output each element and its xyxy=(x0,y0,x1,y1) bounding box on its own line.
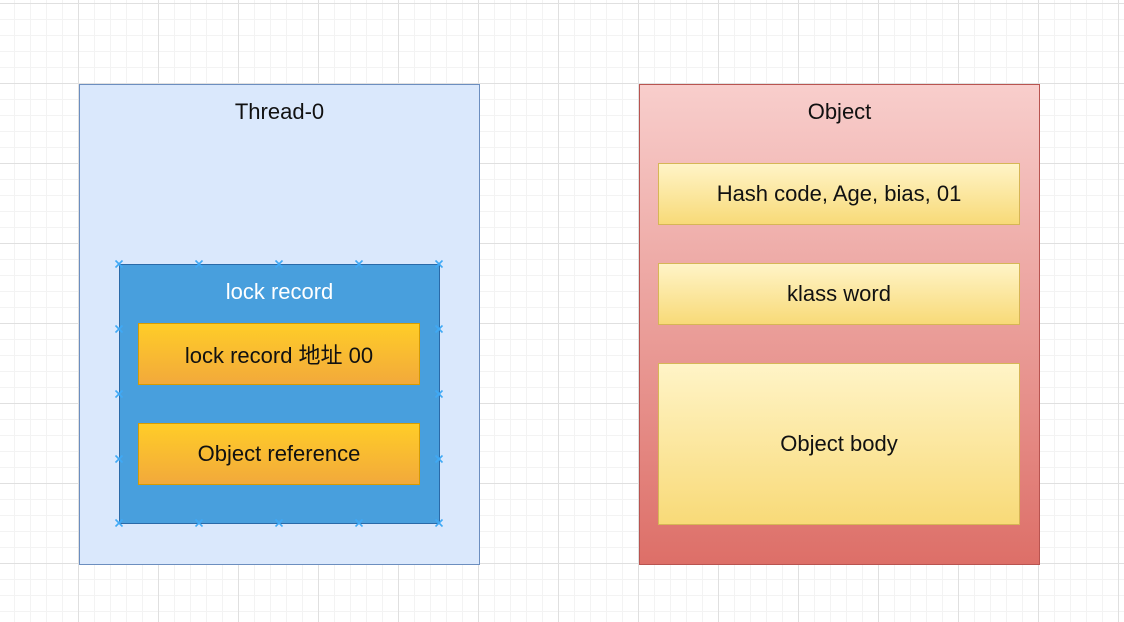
selection-handle-icon[interactable] xyxy=(114,389,124,399)
selection-handle-icon[interactable] xyxy=(434,324,444,334)
selection-handle-icon[interactable] xyxy=(114,259,124,269)
lock-record-address-field[interactable]: lock record 地址 00 xyxy=(138,323,420,385)
selection-handle-icon[interactable] xyxy=(434,259,444,269)
klass-word-label: klass word xyxy=(787,281,891,306)
selection-handle-icon[interactable] xyxy=(114,324,124,334)
selection-handle-icon[interactable] xyxy=(274,259,284,269)
selection-handle-icon[interactable] xyxy=(434,454,444,464)
klass-word-field[interactable]: klass word xyxy=(658,263,1020,325)
thread-title: Thread-0 xyxy=(234,99,325,124)
lock-record-title: lock record xyxy=(225,279,334,304)
object-reference-field[interactable]: Object reference xyxy=(138,423,420,485)
object-title: Object xyxy=(807,99,872,124)
object-body-label: Object body xyxy=(780,431,898,456)
lock-record-address-label: lock record 地址 00 xyxy=(184,343,374,368)
selection-handle-icon[interactable] xyxy=(194,259,204,269)
selection-handle-icon[interactable] xyxy=(194,518,204,528)
mark-word-field[interactable]: Hash code, Age, bias, 01 xyxy=(658,163,1020,225)
selection-handle-icon[interactable] xyxy=(354,518,364,528)
object-reference-label: Object reference xyxy=(197,441,361,466)
selection-handle-icon[interactable] xyxy=(434,518,444,528)
selection-handle-icon[interactable] xyxy=(114,518,124,528)
mark-word-label: Hash code, Age, bias, 01 xyxy=(716,181,962,206)
selection-handle-icon[interactable] xyxy=(114,454,124,464)
selection-handle-icon[interactable] xyxy=(434,389,444,399)
selection-handle-icon[interactable] xyxy=(274,518,284,528)
selection-handle-icon[interactable] xyxy=(354,259,364,269)
object-body-field[interactable]: Object body xyxy=(658,363,1020,525)
